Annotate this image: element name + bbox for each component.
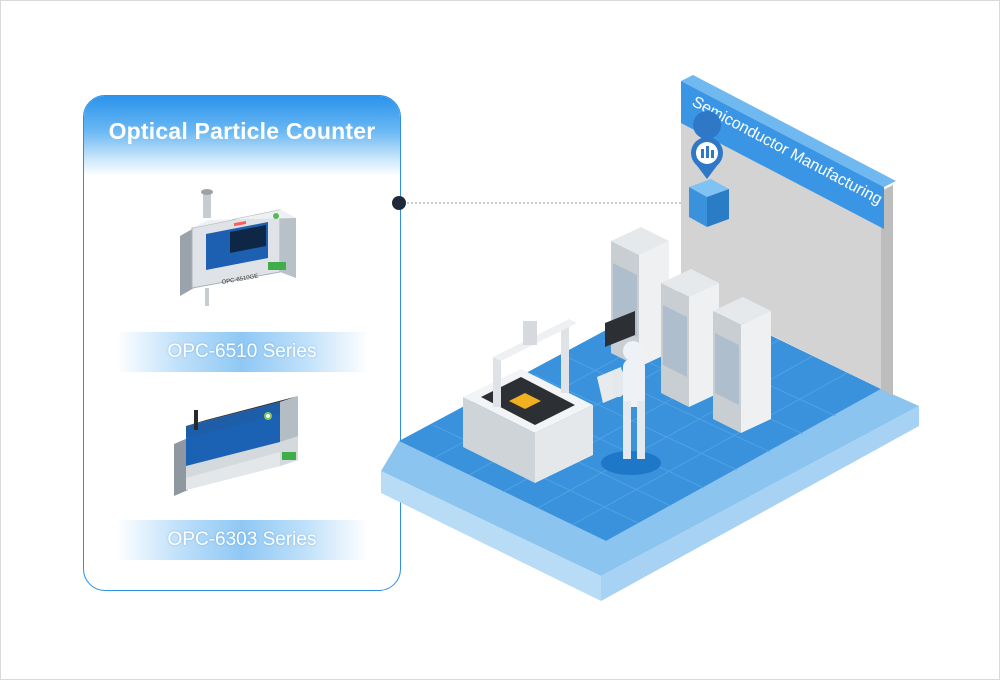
factory-icon [691,111,723,179]
operator-figure [601,341,661,475]
connector-dot [392,196,406,210]
series-label-6510: OPC-6510 Series [167,341,317,362]
product-panel: Optical Particle Counter OPC-6510GE [83,95,401,591]
opc-6303-device-image [174,396,298,496]
inspection-station [463,311,635,483]
wall-sensor-box [689,179,729,227]
sign-banner [681,81,884,229]
series-label-6303: OPC-6303 Series [167,529,317,550]
series-band-6303: OPC-6303 Series [116,520,368,560]
panel-title: Optical Particle Counter [108,118,376,144]
series-band-6510: OPC-6510 Series [116,332,368,372]
floor-edge [381,389,919,576]
opc-6510-device-image: OPC-6510GE [180,189,296,306]
panel-header: Optical Particle Counter [84,96,400,176]
